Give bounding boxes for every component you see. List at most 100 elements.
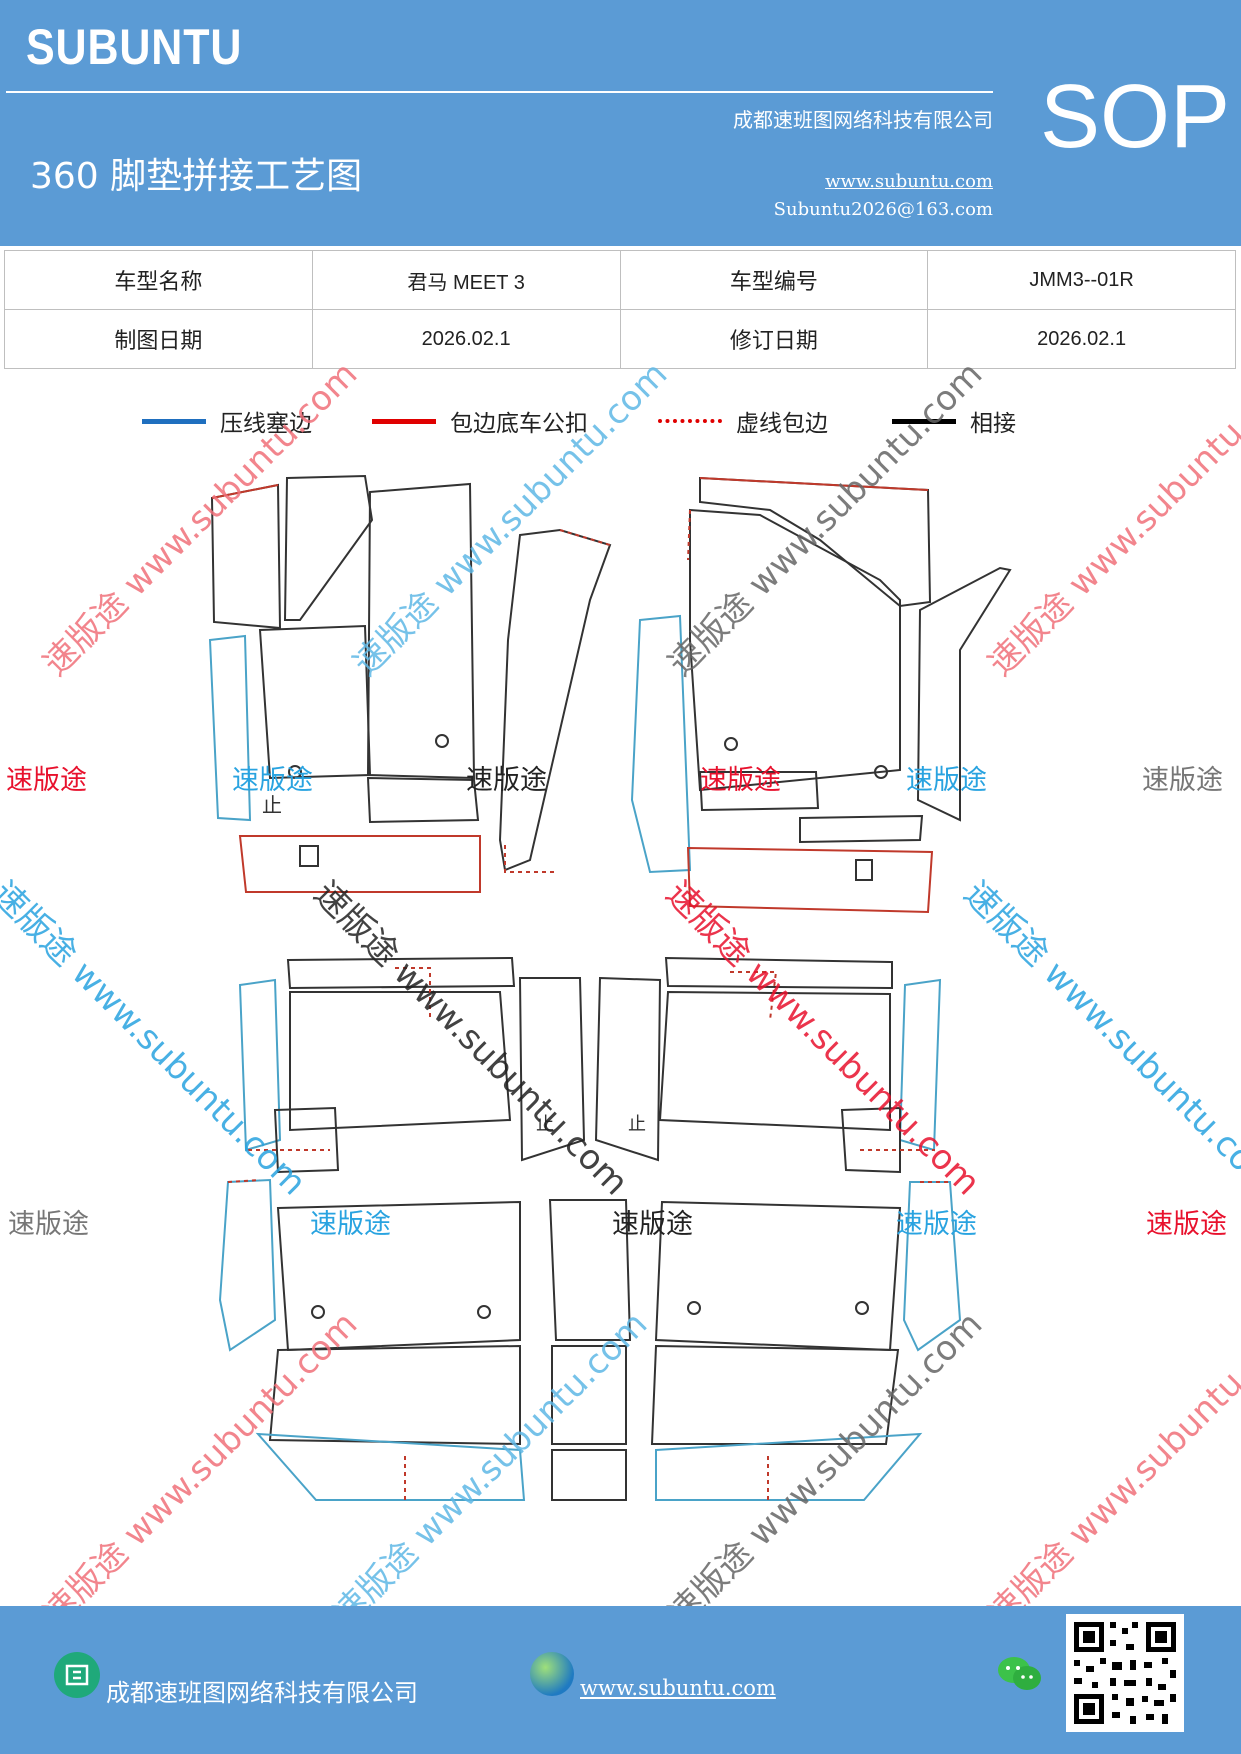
- middle-mat-group: [238, 956, 942, 1174]
- legend-label: 压线塞边: [220, 411, 312, 437]
- mat-clip-hole: [687, 1301, 701, 1315]
- table-row: 制图日期 2026.02.1 修订日期 2026.02.1: [4, 309, 1236, 369]
- mat-piece: [366, 482, 476, 780]
- mat-piece: [799, 814, 924, 844]
- brand-logo: SUBUNTU: [26, 19, 243, 75]
- mat-piece: [273, 1106, 340, 1174]
- footer-banner: 成都速班图网络科技有限公司 www.subuntu.com: [0, 1606, 1241, 1754]
- header-banner: SUBUNTU 成都速班图网络科技有限公司 360 脚垫拼接工艺图 www.su…: [0, 0, 1241, 246]
- table-cell-value: 2026.02.1: [311, 309, 621, 369]
- mat-edge-red: [699, 477, 929, 491]
- legend-swatch-red: [372, 418, 436, 424]
- legend-item: 包边底车公扣: [372, 404, 588, 438]
- mat-piece: [689, 508, 901, 792]
- mat-piece: [498, 528, 612, 872]
- mat-clip-hole: [311, 1305, 325, 1319]
- drawing-label: 止: [536, 1114, 554, 1135]
- mat-piece: [658, 990, 891, 1132]
- watermark-brand: 速版途: [8, 1209, 89, 1240]
- watermark-brand: 速版途: [1146, 1209, 1227, 1240]
- mat-piece: [655, 1432, 923, 1501]
- header-email: Subuntu2026@163.com: [773, 199, 993, 220]
- mat-piece: [518, 977, 586, 1162]
- header-website-link[interactable]: www.subuntu.com: [825, 171, 993, 192]
- qr-code[interactable]: [1066, 1614, 1184, 1732]
- mat-clip-hole: [724, 737, 738, 751]
- legend-swatch-blue: [142, 418, 206, 424]
- mat-piece: [258, 624, 372, 780]
- vehicle-info-table: 车型名称 君马 MEET 3 车型编号 JMM3--01R 制图日期 2026.…: [4, 250, 1236, 369]
- mat-clip-hole: [477, 1305, 491, 1319]
- drawing-label: 止: [628, 1114, 646, 1135]
- footer-website-link[interactable]: www.subuntu.com: [580, 1676, 776, 1700]
- watermark-brand: 速版途: [232, 765, 313, 796]
- mat-piece: [699, 476, 932, 608]
- mat-piece: [855, 859, 873, 881]
- mat-piece: [698, 771, 820, 812]
- table-cell-label: 制图日期: [4, 309, 313, 369]
- mat-edge-red: [211, 484, 279, 499]
- legend-item: 压线塞边: [142, 404, 312, 438]
- mat-piece: [840, 1106, 901, 1174]
- table-row: 车型名称 君马 MEET 3 车型编号 JMM3--01R: [4, 250, 1236, 310]
- watermark-brand: 速版途: [896, 1209, 977, 1240]
- mat-edge-dotted: [395, 967, 431, 1020]
- mat-clip-hole: [874, 765, 888, 779]
- mat-piece: [686, 846, 934, 914]
- mat-piece: [255, 1432, 526, 1501]
- watermark-brand: 速版途: [6, 765, 87, 796]
- mat-piece: [238, 835, 481, 893]
- table-cell-label: 车型名称: [4, 250, 313, 310]
- mat-edge-dotted: [687, 509, 691, 561]
- mat-piece: [283, 474, 374, 621]
- legend-item: 相接: [892, 404, 1016, 438]
- table-cell-label: 车型编号: [619, 250, 929, 310]
- building-icon: [65, 1664, 89, 1686]
- mat-clip-hole: [855, 1301, 869, 1315]
- watermark-brand: 速版途: [1142, 765, 1223, 796]
- mat-piece: [238, 978, 282, 1152]
- wechat-icon[interactable]: [996, 1654, 1044, 1694]
- page-title: 360 脚垫拼接工艺图: [30, 156, 363, 197]
- drawing-label: 止: [262, 793, 282, 817]
- mat-piece: [916, 566, 1012, 822]
- legend-item: 虚线包边: [658, 404, 828, 438]
- mat-piece: [548, 1199, 632, 1341]
- front-left-mat-group: [208, 474, 612, 893]
- mat-piece: [208, 634, 252, 822]
- table-cell-value: JMM3--01R: [927, 250, 1236, 310]
- watermark-brand: 速版途: [466, 765, 547, 796]
- mat-piece: [630, 614, 692, 874]
- mat-piece: [268, 1344, 521, 1446]
- legend-label: 包边底车公扣: [450, 411, 588, 437]
- footer-company-name: 成都速班图网络科技有限公司: [106, 1679, 418, 1707]
- legend-label: 相接: [970, 411, 1016, 437]
- watermark-brand: 速版途: [612, 1209, 693, 1240]
- watermark-brand: 速版途: [906, 765, 987, 796]
- mat-piece: [218, 1178, 277, 1352]
- mat-piece: [664, 956, 893, 990]
- legend-swatch-black: [892, 418, 956, 424]
- header-company-name: 成都速班图网络科技有限公司: [733, 108, 993, 132]
- floor-mat-diagram: 止 止 止: [208, 474, 1012, 1501]
- mat-edge-dotted: [227, 1179, 261, 1183]
- legend-swatch-red-dotted: [658, 419, 722, 423]
- table-cell-value: 君马 MEET 3: [311, 250, 621, 310]
- watermark-brand: 速版途: [700, 765, 781, 796]
- company-icon: [54, 1652, 100, 1698]
- mat-piece: [551, 1449, 627, 1501]
- mat-piece: [902, 1181, 962, 1352]
- globe-icon: [530, 1652, 574, 1696]
- front-right-mat-group: [630, 476, 1012, 914]
- watermark-brand: 速版途: [310, 1209, 391, 1240]
- mat-piece: [299, 845, 319, 867]
- table-cell-value: 2026.02.1: [927, 309, 1236, 369]
- mat-piece: [366, 776, 480, 824]
- rear-mat-group: [218, 1178, 962, 1501]
- mat-piece: [276, 1200, 521, 1352]
- mat-piece: [594, 976, 662, 1162]
- header-divider: [6, 91, 993, 93]
- table-cell-label: 修订日期: [619, 309, 929, 369]
- mat-edge-dotted: [559, 529, 611, 546]
- mat-edge-dotted: [504, 845, 555, 873]
